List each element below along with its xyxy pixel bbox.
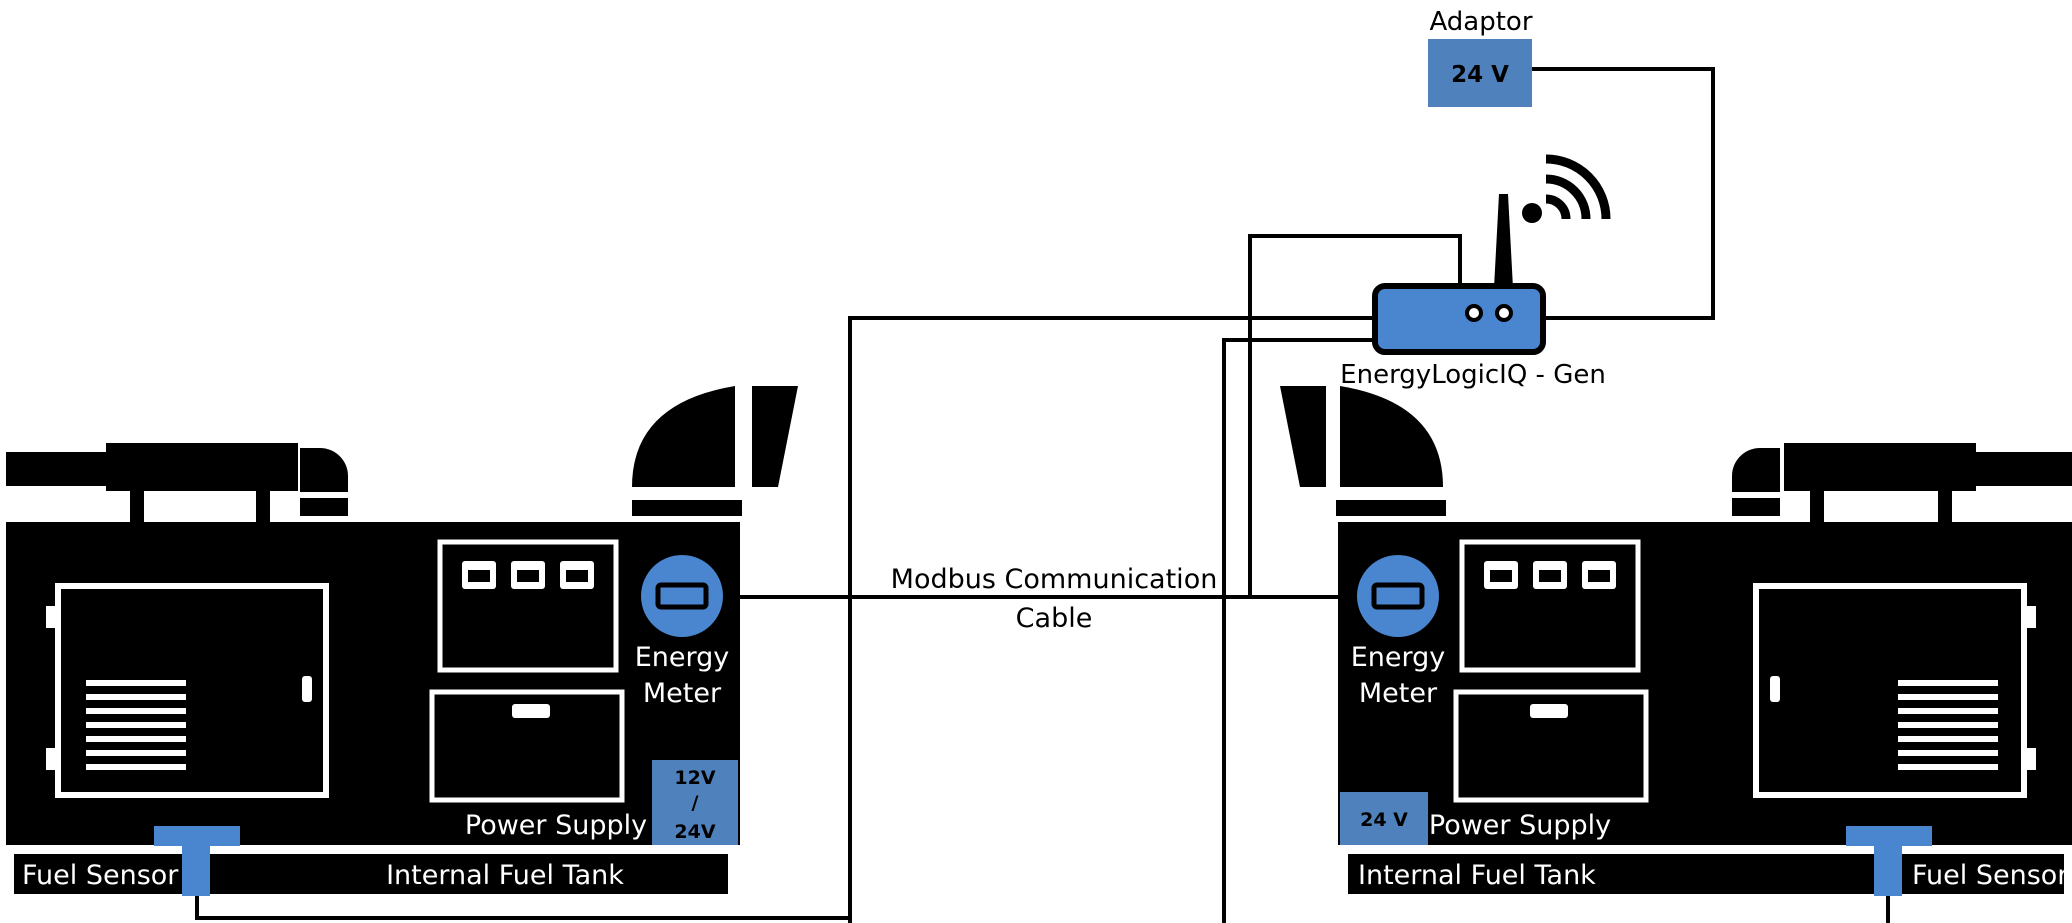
adaptor: Adaptor 24 V	[1428, 7, 1533, 107]
air-intake-base	[1336, 500, 1446, 516]
air-intake-flap	[752, 386, 798, 487]
voltage-box	[1340, 792, 1428, 845]
energy-meter-label-1: Energy	[1351, 642, 1446, 673]
muffler-leg-1	[130, 491, 144, 523]
muffler-leg-2	[1938, 491, 1952, 523]
air-intake	[1340, 386, 1443, 487]
fuel-sensor-top	[154, 826, 240, 846]
adaptor-box	[1428, 39, 1532, 107]
voltage-label: 24 V	[1360, 809, 1408, 831]
muffler	[106, 443, 298, 491]
lower-panel-latch	[512, 704, 550, 718]
energy-meter-label-2: Meter	[1359, 678, 1438, 709]
fuel-sensor-stem	[1874, 840, 1902, 896]
muffler-base	[1732, 498, 1780, 516]
fuel-sensor-label: Fuel Sensor	[1912, 860, 2069, 891]
voltage-line-2: /	[692, 792, 699, 814]
router-to-left-sensor-wire	[848, 316, 1375, 923]
adaptor-voltage: 24 V	[1451, 62, 1509, 88]
energy-meter-display	[1371, 582, 1425, 610]
generator-right: Energy Meter	[1280, 386, 2072, 896]
modbus-cable-label: Modbus Communication Cable	[891, 564, 1218, 634]
router-to-right-sensor-wire	[1222, 338, 1375, 923]
router: EnergyLogicIQ - Gen	[1340, 154, 1611, 390]
door-handle	[1770, 676, 1780, 702]
modbus-label-line2: Cable	[1016, 603, 1093, 634]
muffler-leg-1	[1810, 491, 1824, 523]
exhaust-elbow	[300, 448, 348, 492]
lower-panel	[429, 689, 625, 803]
wifi-dot-icon	[1522, 203, 1542, 223]
power-supply-label: Power Supply	[1429, 810, 1611, 841]
fuel-tank	[14, 854, 728, 894]
fuel-tank-label: Internal Fuel Tank	[1358, 860, 1596, 891]
exhaust-elbow	[1732, 448, 1780, 492]
lower-panel	[1453, 689, 1649, 803]
access-door	[55, 583, 329, 798]
vent-louvers	[1898, 680, 1998, 770]
fuel-tank-label: Internal Fuel Tank	[386, 860, 624, 891]
muffler-base	[300, 498, 348, 516]
vent-louvers	[86, 680, 186, 770]
muffler	[1784, 443, 1976, 491]
lower-panel-latch	[1530, 704, 1568, 718]
door-hinge-top	[46, 606, 56, 628]
adaptor-power-wire	[1532, 67, 1715, 320]
door-handle	[302, 676, 312, 702]
generator-left: Energy Meter Power Supply 12V / 24V Fuel…	[6, 386, 798, 896]
wifi-signal-icon	[1545, 154, 1611, 220]
voltage-box	[652, 760, 738, 845]
air-intake-base	[632, 500, 742, 516]
fuel-sensor-top	[1846, 826, 1932, 846]
modbus-label-line1: Modbus Communication	[891, 564, 1218, 595]
power-supply-label: Power Supply	[465, 810, 647, 841]
router-to-right-meter-wire	[1248, 234, 1462, 597]
control-panel	[1459, 539, 1641, 673]
energy-meter-display	[655, 582, 709, 610]
muffler-leg-2	[256, 491, 270, 523]
socket-slots	[1490, 570, 1610, 582]
router-led-1	[1465, 304, 1483, 322]
access-door	[1753, 583, 2027, 798]
door-hinge-top	[2026, 606, 2036, 628]
router-label: EnergyLogicIQ - Gen	[1340, 360, 1606, 390]
exhaust-pipe	[6, 452, 106, 486]
air-intake-flap	[1280, 386, 1326, 487]
energy-meter-label-1: Energy	[635, 642, 730, 673]
control-panel	[437, 539, 619, 673]
voltage-line-1: 12V	[674, 767, 715, 789]
fuel-sensor-label: Fuel Sensor	[22, 860, 179, 891]
adaptor-label: Adaptor	[1429, 7, 1532, 37]
energy-meter-label-2: Meter	[643, 678, 722, 709]
socket-slots	[468, 570, 588, 582]
voltage-line-3: 24V	[674, 821, 715, 843]
router-led-2	[1495, 304, 1513, 322]
door-hinge-bottom	[2026, 748, 2036, 770]
air-intake	[632, 386, 735, 487]
fuel-tank	[1348, 854, 2064, 894]
exhaust-pipe	[1976, 452, 2072, 486]
door-hinge-bottom	[46, 748, 56, 770]
antenna-icon	[1494, 194, 1513, 288]
fuel-sensor-stem	[182, 840, 210, 896]
router-body	[1372, 283, 1546, 355]
